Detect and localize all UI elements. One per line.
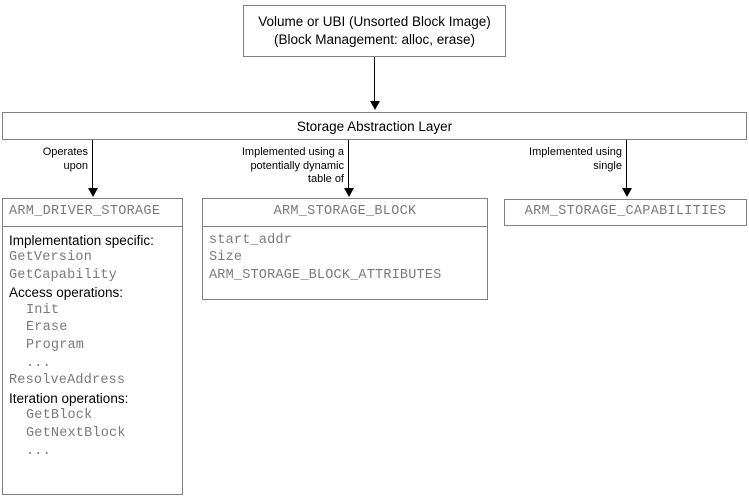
edge-label-dynamic-table-line-2: potentially dynamic (250, 159, 344, 172)
edge-label-single-capabilities-line-2: single (593, 159, 622, 172)
connector-sal-to-driver-arrow (88, 188, 98, 197)
volume-ubi-line-2: (Block Management: alloc, erase) (273, 32, 476, 47)
connector-sal-to-block-arrow (344, 188, 354, 197)
edge-label-operates-upon-line-2: upon (63, 159, 88, 172)
member-row: ResolveAddress (9, 373, 126, 389)
storage-abstraction-layer-box: Storage Abstraction Layer (2, 112, 747, 140)
edge-label-single-capabilities: Implemented using single (460, 146, 622, 173)
edge-label-single-capabilities-line-1: Implemented using (529, 146, 622, 158)
edge-label-dynamic-table-line-1: Implemented using a (241, 146, 344, 158)
volume-ubi-line-1: Volume or UBI (Unsorted Block Image) (258, 14, 491, 29)
member-row: Access operations: (9, 285, 124, 301)
member-row: Implementation specific: (9, 232, 154, 248)
member-row: Iteration operations: (9, 390, 129, 406)
connector-sal-to-driver-line (92, 140, 93, 190)
connector-top-to-sal-arrow (370, 101, 380, 110)
arm-storage-block-box: ARM_STORAGE_BLOCK start_addr Size ARM_ST… (202, 198, 488, 300)
arm-driver-storage-box: ARM_DRIVER_STORAGE Implementation specif… (2, 198, 183, 495)
member-row: GetVersion (9, 250, 93, 266)
edge-label-dynamic-table: Implemented using a potentially dynamic … (180, 146, 344, 187)
connector-sal-to-capabilities-arrow (622, 188, 632, 197)
member-row: Program (26, 338, 85, 354)
arm-driver-storage-members: Implementation specific: GetVersion GetC… (3, 227, 182, 467)
connector-top-to-sal-line (374, 57, 375, 103)
member-row: Erase (26, 320, 68, 336)
member-row: start_addr (209, 232, 293, 248)
connector-sal-to-capabilities-line (626, 140, 627, 190)
member-row: ARM_STORAGE_BLOCK_ATTRIBUTES (209, 267, 442, 283)
volume-ubi-box: Volume or UBI (Unsorted Block Image) (Bl… (243, 5, 506, 57)
arm-storage-capabilities-title: ARM_STORAGE_CAPABILITIES (524, 204, 727, 219)
volume-ubi-text: Volume or UBI (Unsorted Block Image) (Bl… (244, 13, 505, 49)
connector-sal-to-block-line (348, 140, 349, 190)
edge-label-operates-upon-line-1: Operates (42, 146, 88, 158)
edge-label-operates-upon: Operates upon (0, 146, 88, 173)
edge-label-dynamic-table-line-3: table of (307, 173, 344, 185)
member-row: GetNextBlock (26, 426, 126, 442)
member-row: GetBlock (26, 408, 93, 424)
member-row: Size (209, 250, 243, 266)
member-row: GetCapability (9, 267, 117, 283)
storage-abstraction-layer-label: Storage Abstraction Layer (296, 119, 453, 134)
member-row: Init (26, 302, 60, 318)
member-row: ... (26, 355, 51, 371)
member-row: ... (26, 443, 51, 459)
arm-storage-block-members: start_addr Size ARM_STORAGE_BLOCK_ATTRIB… (203, 227, 487, 291)
arm-storage-capabilities-box: ARM_STORAGE_CAPABILITIES (504, 199, 747, 226)
arm-driver-storage-title: ARM_DRIVER_STORAGE (3, 199, 182, 227)
arm-storage-block-title: ARM_STORAGE_BLOCK (203, 199, 487, 227)
